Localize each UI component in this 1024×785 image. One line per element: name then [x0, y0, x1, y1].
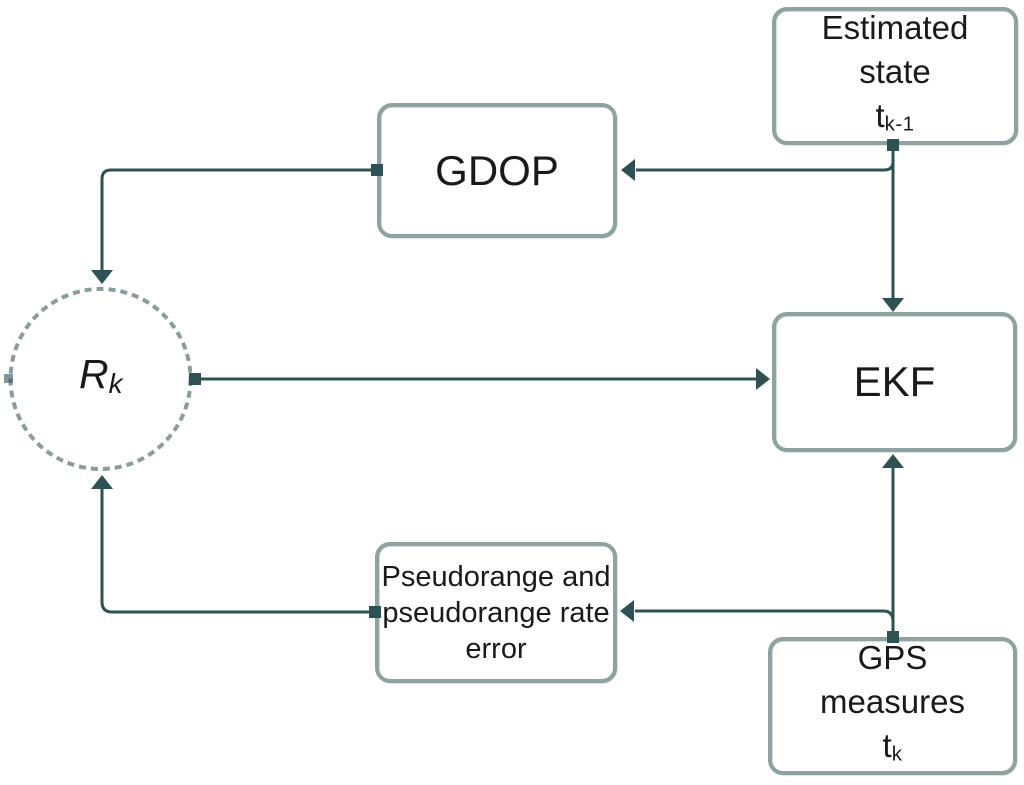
node-gps-line1: GPS: [857, 638, 928, 676]
node-gdop-label: GDOP: [435, 146, 559, 194]
connector-rk-to-ekf: [189, 368, 770, 390]
time-subscript: k-1: [884, 112, 915, 136]
connector-gps-to-pseudorange: [620, 600, 895, 628]
node-gps-line2: measures: [820, 682, 965, 720]
node-pseudorange-line1: Pseudorange and: [381, 560, 611, 593]
rk-subscript: k: [108, 368, 124, 400]
node-gps-time: tk: [883, 724, 903, 777]
node-estimated-state-line1: Estimated: [821, 8, 969, 46]
time-symbol: t: [882, 726, 892, 764]
connector-estimated-to-gdop: [621, 155, 895, 181]
node-pseudorange-line3: error: [465, 632, 527, 665]
node-pseudorange-line2: pseudorange rate: [382, 596, 610, 629]
node-pseudorange-error: Pseudorange and pseudorange rate error: [375, 542, 617, 683]
node-ekf-label: EKF: [853, 358, 936, 405]
connector-gdop-to-rk: [91, 164, 383, 284]
connector-estimated-to-ekf: [882, 139, 904, 312]
node-estimated-state: Estimated state tk-1: [772, 7, 1018, 145]
node-estimated-state-time: tk-1: [875, 94, 914, 147]
time-symbol: t: [875, 96, 885, 134]
node-gps-measures: GPS measures tk: [768, 637, 1017, 775]
node-gdop: GDOP: [377, 103, 617, 238]
connector-pseudorange-to-rk: [91, 475, 381, 618]
rk-symbol: R: [78, 351, 109, 397]
connector-gps-to-ekf: [882, 454, 904, 643]
node-ekf: EKF: [772, 312, 1017, 452]
rk-left-attach-marker: [4, 374, 13, 383]
node-estimated-state-line2: state: [859, 52, 931, 90]
time-subscript: k: [891, 742, 903, 766]
node-rk-label: Rk: [15, 351, 187, 400]
